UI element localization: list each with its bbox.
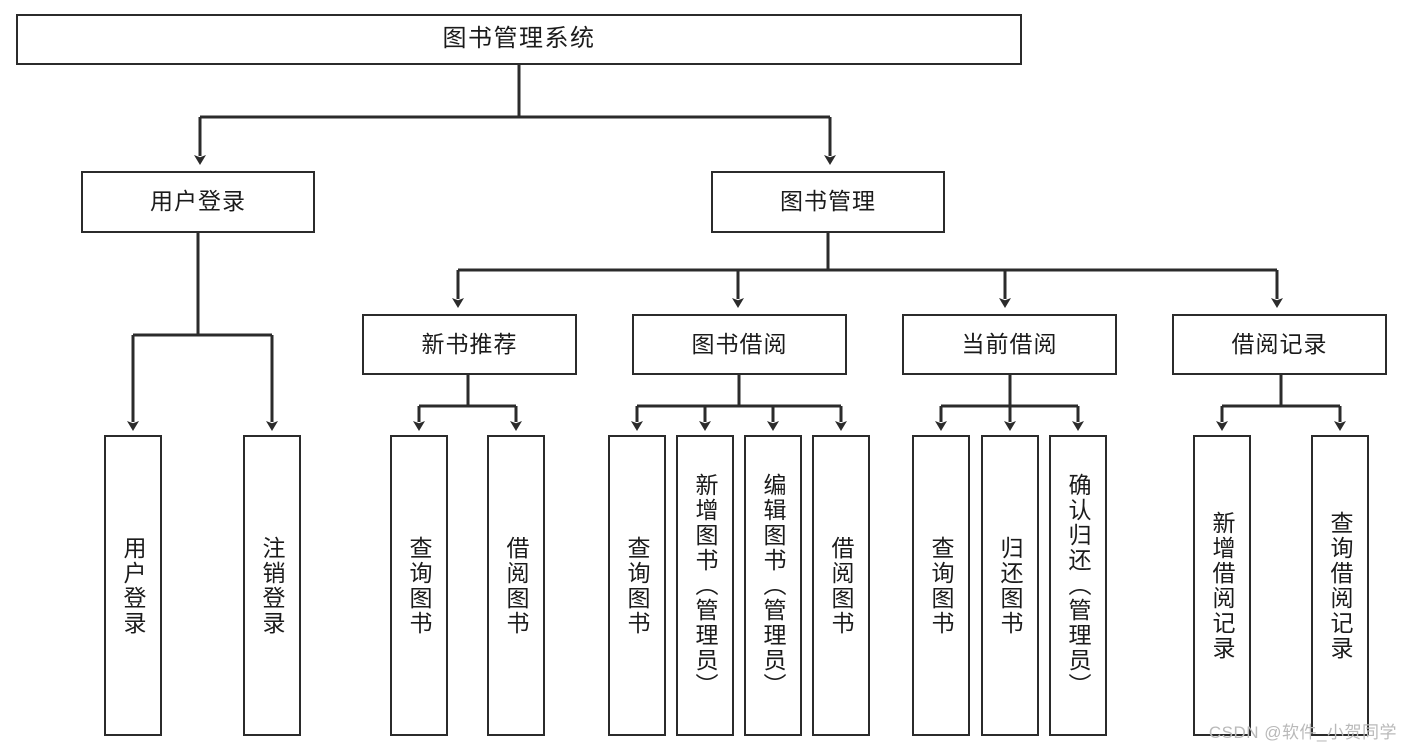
- node-label: 新书推荐: [421, 330, 518, 357]
- node-book-management-system[interactable]: 图书管理系统: [16, 14, 1022, 65]
- leaf-label: 归还图书: [997, 535, 1024, 636]
- leaf-label: 查询图书: [406, 535, 433, 636]
- node-label: 图书借阅: [691, 330, 788, 357]
- leaf-borrow-book[interactable]: 借阅图书: [812, 435, 870, 736]
- leaf-label: 借阅图书: [503, 535, 530, 636]
- leaf-label: 用户登录: [120, 535, 147, 636]
- leaf-label: 借阅图书: [828, 535, 855, 636]
- leaf-label: 查询借阅记录: [1327, 510, 1354, 661]
- node-label: 当前借阅: [961, 330, 1058, 357]
- node-borrow-record[interactable]: 借阅记录: [1172, 314, 1387, 375]
- node-current-borrow[interactable]: 当前借阅: [902, 314, 1117, 375]
- leaf-edit-book-admin[interactable]: 编辑图书（管理员）: [744, 435, 802, 736]
- leaf-query-book-current[interactable]: 查询图书: [912, 435, 970, 736]
- leaf-confirm-return-admin[interactable]: 确认归还（管理员）: [1049, 435, 1107, 736]
- leaf-user-login[interactable]: 用户登录: [104, 435, 162, 736]
- leaf-label: 注销登录: [259, 535, 286, 636]
- leaf-label: 查询图书: [928, 535, 955, 636]
- leaf-query-borrow-record[interactable]: 查询借阅记录: [1311, 435, 1369, 736]
- node-label: 借阅记录: [1231, 330, 1328, 357]
- leaf-query-book-recommend[interactable]: 查询图书: [390, 435, 448, 736]
- leaf-query-book-borrow[interactable]: 查询图书: [608, 435, 666, 736]
- leaf-label: 编辑图书（管理员）: [760, 473, 787, 698]
- node-book-management[interactable]: 图书管理: [711, 171, 945, 233]
- node-book-borrow[interactable]: 图书借阅: [632, 314, 847, 375]
- leaf-label: 确认归还（管理员）: [1065, 473, 1092, 698]
- leaf-add-borrow-record[interactable]: 新增借阅记录: [1193, 435, 1251, 736]
- leaf-return-book[interactable]: 归还图书: [981, 435, 1039, 736]
- node-user-login[interactable]: 用户登录: [81, 171, 315, 233]
- leaf-label: 新增图书（管理员）: [692, 473, 719, 698]
- node-label: 图书管理系统: [442, 25, 596, 53]
- leaf-borrow-book-recommend[interactable]: 借阅图书: [487, 435, 545, 736]
- node-new-book-recommend[interactable]: 新书推荐: [362, 314, 577, 375]
- leaf-add-book-admin[interactable]: 新增图书（管理员）: [676, 435, 734, 736]
- leaf-logout[interactable]: 注销登录: [243, 435, 301, 736]
- csdn-watermark: CSDN @软件_小贺同学: [1208, 723, 1397, 742]
- node-label: 图书管理: [780, 188, 876, 215]
- node-label: 用户登录: [150, 188, 246, 215]
- leaf-label: 查询图书: [624, 535, 651, 636]
- leaf-label: 新增借阅记录: [1209, 510, 1236, 661]
